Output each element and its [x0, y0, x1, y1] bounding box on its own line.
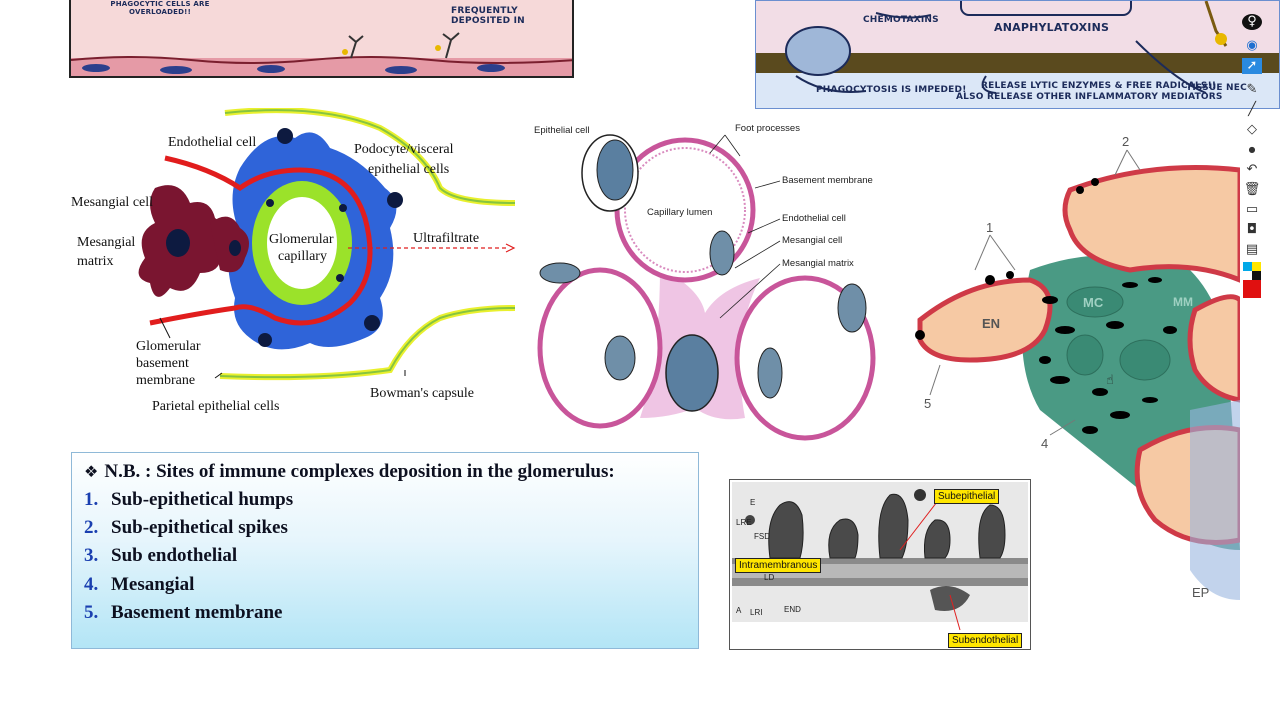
label-podocyte-1: Podocyte/visceral: [354, 142, 454, 157]
item-text: Sub-epithetical spikes: [111, 517, 288, 538]
tag-subepithelial: Subepithelial: [934, 489, 1000, 504]
label-mesangial-matrix-1: Mesangial: [77, 235, 136, 250]
hand-cursor-icon: ☝: [1106, 373, 1114, 388]
label-a: A: [736, 606, 742, 615]
label-site-5: 5: [924, 396, 932, 411]
nb-title-text: N.B. : Sites of immune complexes deposit…: [104, 461, 615, 482]
immune-complex-sites-box: ❖ N.B. : Sites of immune complexes deposi…: [71, 452, 699, 649]
label-endothelial-cell-center: Endothelial cell: [782, 213, 846, 224]
label-site-1: 1: [986, 220, 994, 235]
label-site-2: 2: [1122, 134, 1130, 149]
capillary-loop-diagram: Epithelial cell Foot processes Basement …: [530, 118, 890, 453]
label-gbm-3: membrane: [136, 373, 196, 388]
tag-subendothelial: Subendothelial: [948, 633, 1023, 648]
camera-icon[interactable]: ◘: [1246, 222, 1258, 237]
item-text: Sub-epithetical humps: [111, 489, 294, 510]
item-number: 4.: [84, 574, 99, 595]
tissue-illustration: [71, 32, 572, 76]
label-mc: MC: [1083, 295, 1104, 310]
anaphylatoxins-label: ANAPHYLATOXINS: [994, 21, 1110, 34]
label-glomerular-capillary-1: Glomerular: [269, 232, 334, 247]
eraser-icon[interactable]: ◇: [1247, 122, 1257, 137]
label-parietal-epithelial: Parietal epithelial cells: [152, 399, 280, 414]
electron-micrograph: E LRE FSD LD A LRI END Subepithelial Int…: [729, 479, 1031, 650]
label-glomerular-capillary-2: capillary: [278, 249, 327, 264]
release-mediators-label: ALSO RELEASE OTHER INFLAMMATORY MEDIATOR…: [956, 92, 1223, 102]
label-e: E: [750, 498, 756, 507]
label-mm: MM: [1173, 295, 1193, 309]
micrograph-image: [732, 482, 1028, 631]
label-site-4: 4: [1041, 436, 1049, 451]
item-number: 5.: [84, 602, 99, 623]
label-endothelial-cell: Endothelial cell: [168, 135, 257, 150]
list-item: 1. Sub-epithetical humps: [84, 489, 293, 511]
item-text: Basement membrane: [111, 602, 283, 623]
line-icon[interactable]: ╱: [1248, 102, 1256, 117]
dot-icon[interactable]: ●: [1248, 145, 1256, 154]
item-text: Sub endothelial: [111, 545, 238, 566]
item-text: Mesangial: [111, 574, 195, 595]
pencil-icon[interactable]: ✎: [1246, 82, 1258, 97]
trash-icon[interactable]: 🗑: [1243, 182, 1261, 197]
annotation-toolbar: ♀ ◉ ➚ ✎ ╱ ◇ ● ↶ 🗑 ▭ ◘ ▤: [1238, 8, 1266, 304]
list-item: 5. Basement membrane: [84, 602, 283, 624]
label-mesangial-cell: Mesangial cell: [71, 195, 154, 210]
inflammation-illustration: [756, 1, 1279, 108]
label-gbm-2: basement: [136, 356, 189, 371]
tag-intramembranous: Intramembranous: [735, 558, 822, 573]
nb-title: ❖ N.B. : Sites of immune complexes deposi…: [84, 461, 615, 483]
label-en: EN: [982, 316, 1001, 331]
top-right-illustration-panel: CHEMOTAXINS ANAPHYLATOXINS PHAGOCYTOSIS …: [755, 0, 1280, 109]
top-left-illustration-panel: PHAGOCYTIC CELLS ARE OVERLOADED!! FREQUE…: [69, 0, 574, 78]
clipboard-icon[interactable]: ▤: [1245, 242, 1259, 257]
label-capillary-lumen: Capillary lumen: [647, 207, 713, 218]
pin-icon[interactable]: ♀: [1242, 14, 1262, 30]
label-mesangial-matrix-2: matrix: [77, 254, 114, 269]
label-gbm-1: Glomerular: [136, 339, 201, 354]
chemotaxins-label: CHEMOTAXINS: [863, 15, 939, 25]
deposition-sites-diagram: 1 2 4 5 EN MC MM EP: [890, 130, 1240, 605]
list-item: 3. Sub endothelial: [84, 545, 237, 567]
label-mesangial-cell-center: Mesangial cell: [782, 235, 843, 246]
list-item: 4. Mesangial: [84, 574, 194, 596]
deposition-sites-drawing: [915, 149, 1240, 600]
deposited-caption: FREQUENTLY DEPOSITED IN: [451, 6, 525, 26]
eye-icon[interactable]: ◉: [1246, 38, 1258, 53]
phagocytosis-label: PHAGOCYTOSIS IS IMPEDED!: [816, 85, 967, 95]
item-number: 3.: [84, 545, 99, 566]
list-item: 2. Sub-epithetical spikes: [84, 517, 288, 539]
label-fsd: FSD: [754, 532, 770, 541]
label-bowmans-capsule: Bowman's capsule: [370, 386, 475, 401]
item-number: 1.: [84, 489, 99, 510]
label-lri: LRI: [750, 608, 763, 617]
label-epithelial-cell: Epithelial cell: [534, 125, 590, 136]
glomerulus-drawing: [138, 108, 516, 381]
label-basement-membrane: Basement membrane: [782, 175, 873, 186]
diamond-bullet-icon: ❖: [84, 462, 99, 481]
label-mesangial-matrix-center: Mesangial matrix: [782, 258, 854, 269]
label-podocyte-2: epithelial cells: [368, 162, 450, 177]
label-end: END: [784, 605, 801, 614]
item-number: 2.: [84, 517, 99, 538]
undo-icon[interactable]: ↶: [1246, 162, 1258, 177]
pointer-icon[interactable]: ➚: [1242, 58, 1262, 74]
label-ep: EP: [1192, 585, 1210, 600]
color-palette-icon[interactable]: [1243, 262, 1261, 300]
whiteboard-icon[interactable]: ▭: [1245, 202, 1259, 217]
label-ld: LD: [764, 573, 775, 582]
release-enzymes-label: RELEASE LYTIC ENZYMES & FREE RADICALS!!: [981, 81, 1217, 91]
capillary-loop-drawing: [537, 134, 876, 441]
glomerulus-schematic: Endothelial cell Podocyte/visceral epith…: [60, 108, 530, 428]
label-foot-processes: Foot processes: [735, 123, 800, 134]
phagocytic-caption: PHAGOCYTIC CELLS ARE OVERLOADED!!: [110, 0, 210, 16]
tissue-necrosis-label: TISSUE NEC: [1186, 83, 1247, 93]
label-lre: LRE: [736, 518, 752, 527]
label-ultrafiltrate: Ultrafiltrate: [413, 231, 480, 246]
